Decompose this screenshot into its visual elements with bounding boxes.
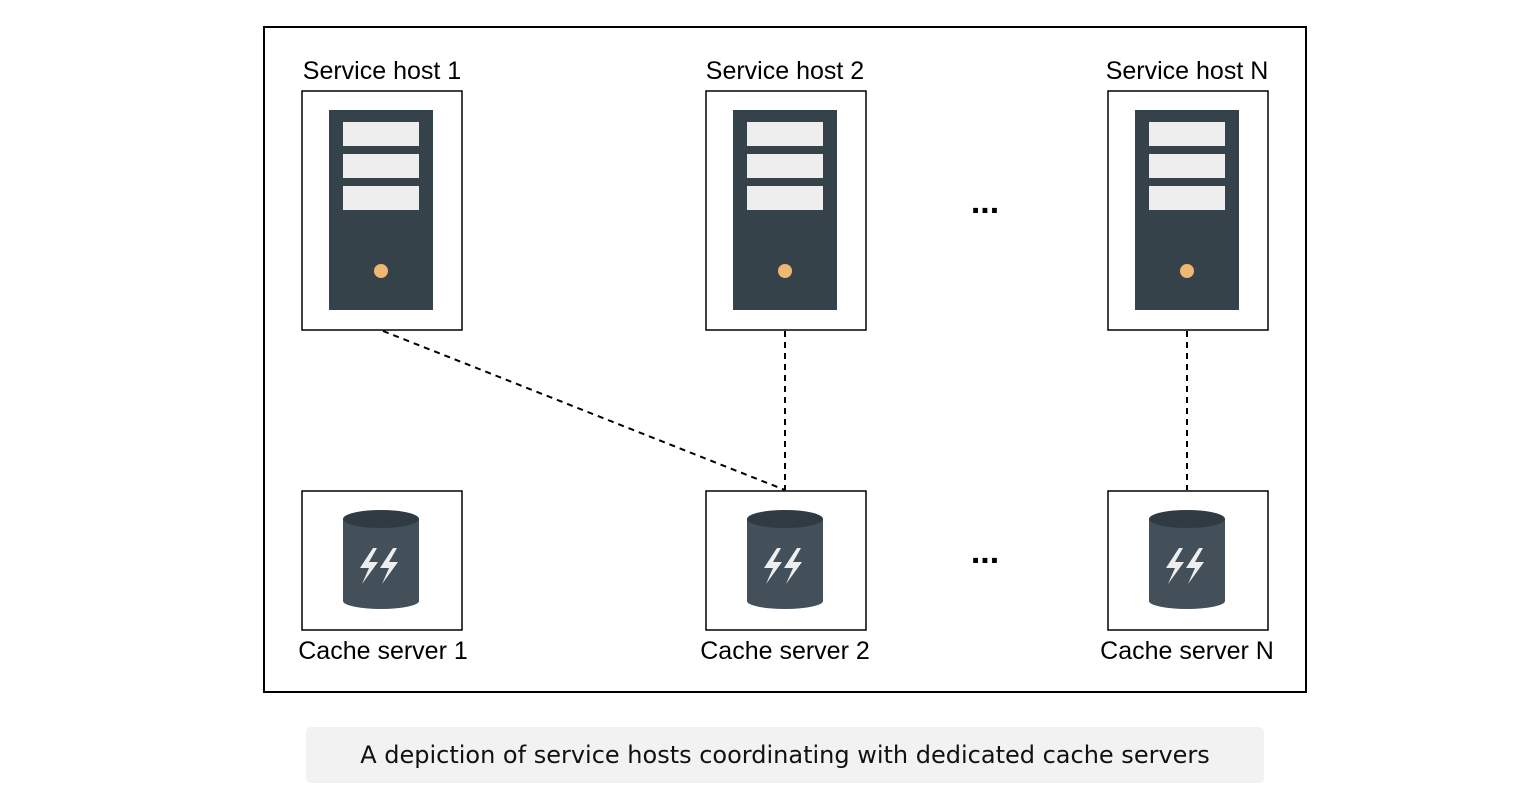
- server-tower-icon: [733, 110, 837, 310]
- server-tower-icon: [329, 110, 433, 310]
- cache-server-n-label: Cache server N: [1100, 637, 1274, 665]
- cache-server-n: [1107, 490, 1269, 631]
- server-tower-icon: [1135, 110, 1239, 310]
- service-host-1: [301, 90, 463, 331]
- cache-server-2-label: Cache server 2: [700, 637, 870, 665]
- hosts-ellipsis: ...: [971, 183, 999, 221]
- database-lightning-icon: [1149, 510, 1225, 609]
- service-host-2: [705, 90, 867, 331]
- service-host-n: [1107, 90, 1269, 331]
- cache-server-1-label: Cache server 1: [298, 637, 468, 665]
- cache-server-2: [705, 490, 867, 631]
- figure-caption: A depiction of service hosts coordinatin…: [306, 727, 1264, 783]
- service-host-1-label: Service host 1: [303, 57, 461, 85]
- service-host-n-label: Service host N: [1106, 57, 1269, 85]
- database-lightning-icon: [343, 510, 419, 609]
- database-lightning-icon: [747, 510, 823, 609]
- caches-ellipsis: ...: [971, 533, 999, 571]
- cache-server-1: [301, 490, 463, 631]
- service-host-2-label: Service host 2: [706, 57, 864, 85]
